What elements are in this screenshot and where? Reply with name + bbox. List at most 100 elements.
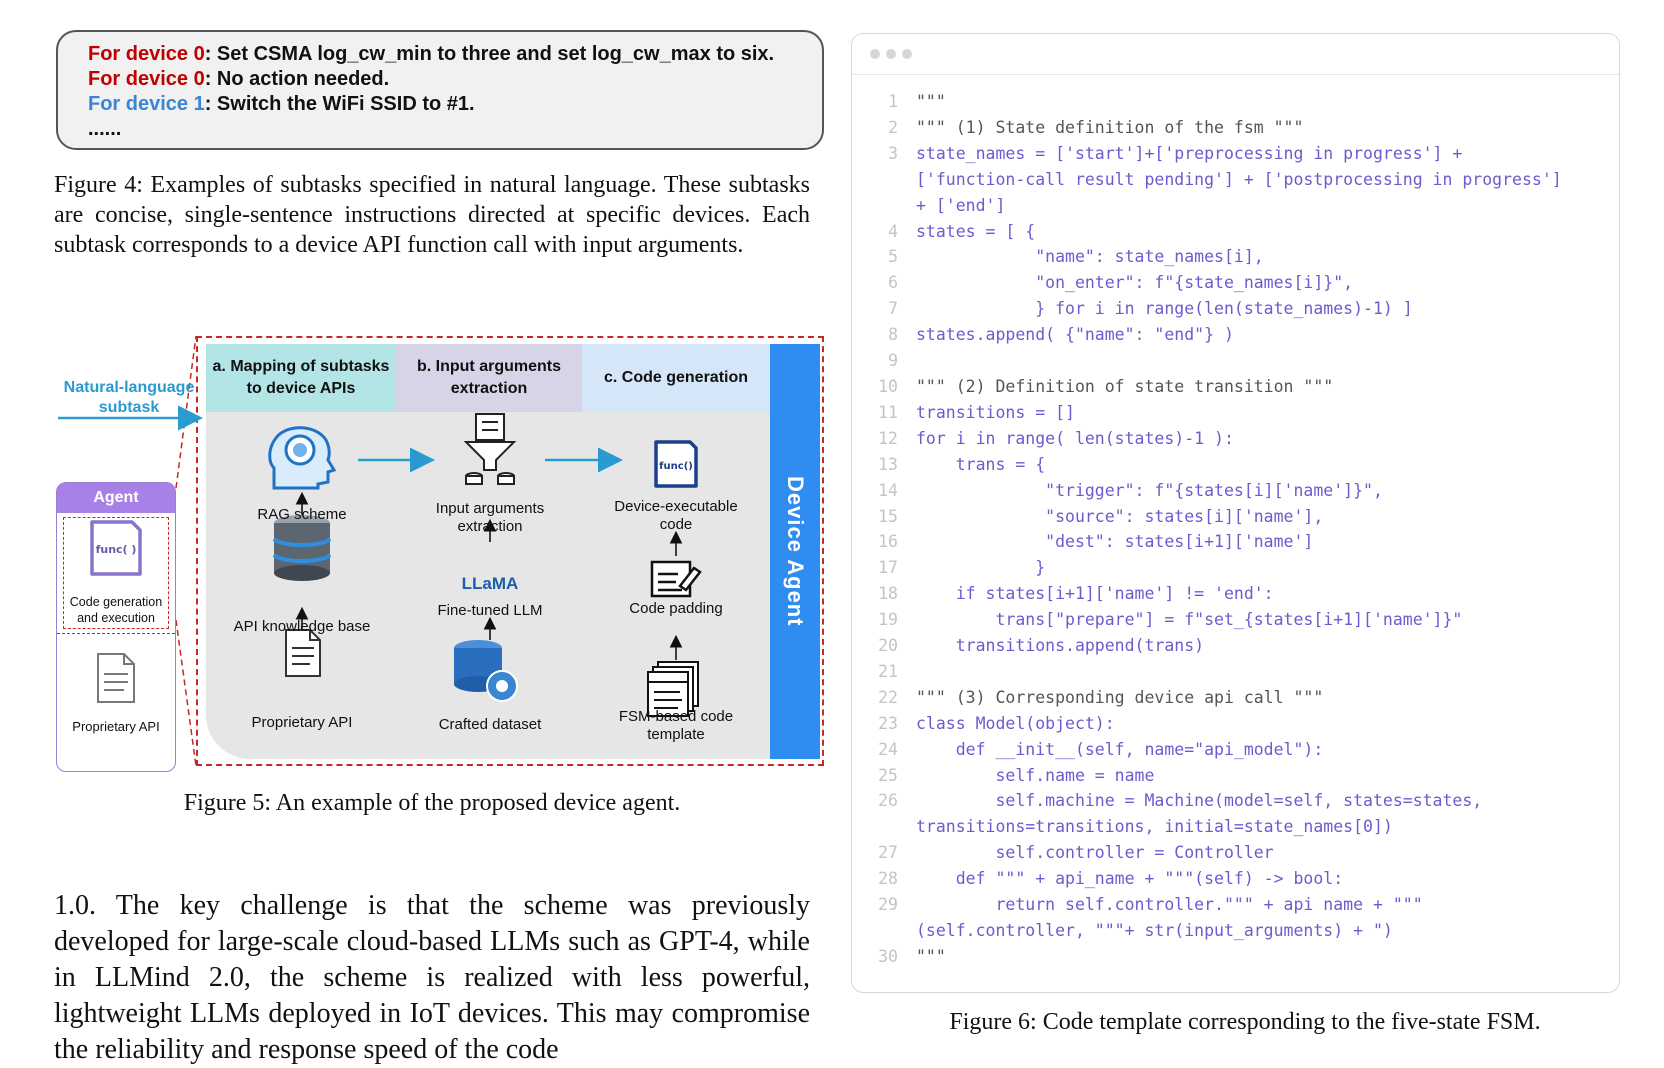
device-agent-diagram: a. Mapping of subtasks to device APIs b.… bbox=[0, 330, 830, 780]
fsm-template-icon bbox=[647, 661, 699, 717]
figure5-caption: Figure 5: An example of the proposed dev… bbox=[183, 790, 681, 816]
column-mapping-title: a. Mapping of subtasks to device APIs bbox=[206, 344, 396, 412]
code-text: "on_enter": f"{state_names[i]}", bbox=[916, 273, 1354, 293]
line-number: 29 bbox=[878, 895, 898, 915]
code-text: "dest": states[i+1]['name'] bbox=[916, 532, 1314, 552]
code-text: self.controller = Controller bbox=[916, 843, 1274, 863]
code-text: "name": state_names[i], bbox=[916, 247, 1264, 267]
rag-brain-icon bbox=[268, 426, 337, 490]
code-text: class Model(object): bbox=[916, 713, 1115, 733]
line-number: 20 bbox=[878, 636, 898, 656]
code-line: 19 trans["prepare"] = f"set_{states[i+1]… bbox=[852, 607, 1619, 633]
code-line: 6 "on_enter": f"{state_names[i]}", bbox=[852, 270, 1619, 296]
line-number: 30 bbox=[878, 946, 898, 966]
device-agent-bar: Device Agent bbox=[770, 344, 820, 759]
device-agent-label: Device Agent bbox=[783, 476, 808, 627]
line-number bbox=[852, 814, 916, 840]
line-number: 11 bbox=[878, 402, 898, 422]
code-text: """ (1) State definition of the fsm """ bbox=[916, 117, 1304, 137]
line-number bbox=[852, 193, 916, 219]
func-code-icon: func() bbox=[654, 440, 698, 488]
code-line: 10 """ (2) Definition of state transition… bbox=[852, 374, 1619, 400]
figure6-caption: Figure 6: Code template corresponding to… bbox=[949, 1009, 1541, 1035]
code-line: 5 "name": state_names[i], bbox=[852, 244, 1619, 270]
code-text bbox=[916, 348, 1619, 374]
code-text: if states[i+1]['name'] != 'end': bbox=[916, 584, 1274, 604]
dataset-gear-icon bbox=[454, 640, 518, 702]
line-number: 28 bbox=[878, 869, 898, 889]
code-line: 14 "trigger": f"{states[i]['name']}", bbox=[852, 478, 1619, 504]
code-line: 30""" bbox=[852, 944, 1619, 970]
subtask-text: : Switch the WiFi SSID to #1. bbox=[204, 93, 475, 115]
code-text: self.machine = Machine(model=self, state… bbox=[916, 791, 1483, 811]
code-text: trans = { bbox=[916, 454, 1046, 474]
code-line: 25 self.name = name bbox=[852, 763, 1619, 789]
code-line: (self.controller, """+ str(input_argumen… bbox=[852, 918, 1619, 944]
column-codegen-title: c. Code generation bbox=[582, 344, 770, 412]
body-paragraph: 1.0. The key challenge is that the schem… bbox=[54, 890, 810, 1065]
code-line: 28 def """ + api_name + """(self) -> boo… bbox=[852, 866, 1619, 892]
code-line: 1""" bbox=[852, 89, 1619, 115]
subtask-line: For device 0: Set CSMA log_cw_min to thr… bbox=[88, 42, 822, 67]
agent-title: Agent bbox=[57, 483, 175, 513]
agent-document-icon bbox=[97, 653, 135, 703]
code-line: 22""" (3) Corresponding device api call … bbox=[852, 685, 1619, 711]
code-text: return self.controller.""" + api name + … bbox=[916, 895, 1423, 915]
code-line: 17 } bbox=[852, 555, 1619, 581]
code-line: 23 class Model(object): bbox=[852, 711, 1619, 737]
device-label: For device 0 bbox=[88, 43, 205, 65]
zoom-frame bbox=[196, 336, 824, 766]
code-line: transitions=transitions, initial=state_n… bbox=[852, 814, 1619, 840]
device-label: For device 1 bbox=[88, 93, 205, 115]
code-window-titlebar bbox=[852, 34, 1619, 75]
code-line: 2""" (1) State definition of the fsm """ bbox=[852, 115, 1619, 141]
line-number: 16 bbox=[878, 532, 898, 552]
line-number: 26 bbox=[878, 791, 898, 811]
line-number bbox=[852, 918, 916, 944]
code-text: } for i in range(len(state_names)-1) ] bbox=[916, 299, 1413, 319]
code-line: 13 trans = { bbox=[852, 452, 1619, 478]
agent-func-icon: func( ) bbox=[90, 520, 142, 576]
window-dot bbox=[902, 49, 912, 59]
code-text: """ (2) Definition of state transition "… bbox=[916, 376, 1334, 396]
agent-box: Agent bbox=[56, 482, 176, 772]
database-icon bbox=[272, 515, 332, 581]
document-icon bbox=[285, 629, 321, 677]
line-number: 3 bbox=[888, 143, 898, 163]
code-line: 21 bbox=[852, 659, 1619, 685]
code-line: 18 if states[i+1]['name'] != 'end': bbox=[852, 581, 1619, 607]
line-number: 21 bbox=[878, 661, 898, 681]
prop-api-label: Proprietary API bbox=[251, 714, 353, 731]
window-dot bbox=[886, 49, 896, 59]
line-number: 24 bbox=[878, 739, 898, 759]
code-text: states.append( {"name": "end"} ) bbox=[916, 325, 1234, 345]
code-text: def """ + api_name + """(self) -> bool: bbox=[916, 869, 1344, 889]
func-icon-text: func() bbox=[659, 461, 693, 472]
dev-code-label: Device-executable code bbox=[614, 498, 738, 533]
agent-codegen-label: Code generation and execution bbox=[69, 595, 163, 625]
subtask-ellipsis: ...... bbox=[88, 118, 122, 140]
extraction-funnel-icon bbox=[463, 413, 517, 485]
agent-codegen-region bbox=[63, 517, 169, 629]
code-text: state_names = ['start']+['preprocessing … bbox=[916, 143, 1463, 163]
line-number: 18 bbox=[878, 584, 898, 604]
line-number: 4 bbox=[888, 221, 898, 241]
line-number bbox=[852, 167, 916, 193]
input-label: Natural-language subtask bbox=[63, 379, 195, 416]
code-line: 16 "dest": states[i+1]['name'] bbox=[852, 529, 1619, 555]
code-text: "trigger": f"{states[i]['name']}", bbox=[916, 480, 1383, 500]
subtask-examples-box: For device 0: Set CSMA log_cw_min to thr… bbox=[56, 30, 824, 150]
line-number: 23 bbox=[878, 713, 898, 733]
line-number: 25 bbox=[878, 765, 898, 785]
code-text: + ['end'] bbox=[916, 195, 1006, 215]
line-number: 10 bbox=[878, 376, 898, 396]
llama-label: LLaMA bbox=[461, 574, 519, 593]
figure4-caption: Figure 4: Examples of subtasks specified… bbox=[54, 172, 810, 258]
line-number: 19 bbox=[878, 610, 898, 630]
code-listing: 1"""2""" (1) State definition of the fsm… bbox=[852, 89, 1619, 970]
code-text: self.name = name bbox=[916, 765, 1155, 785]
code-text: (self.controller, """+ str(input_argumen… bbox=[916, 921, 1393, 940]
subtask-line: For device 0: No action needed. bbox=[88, 67, 822, 92]
